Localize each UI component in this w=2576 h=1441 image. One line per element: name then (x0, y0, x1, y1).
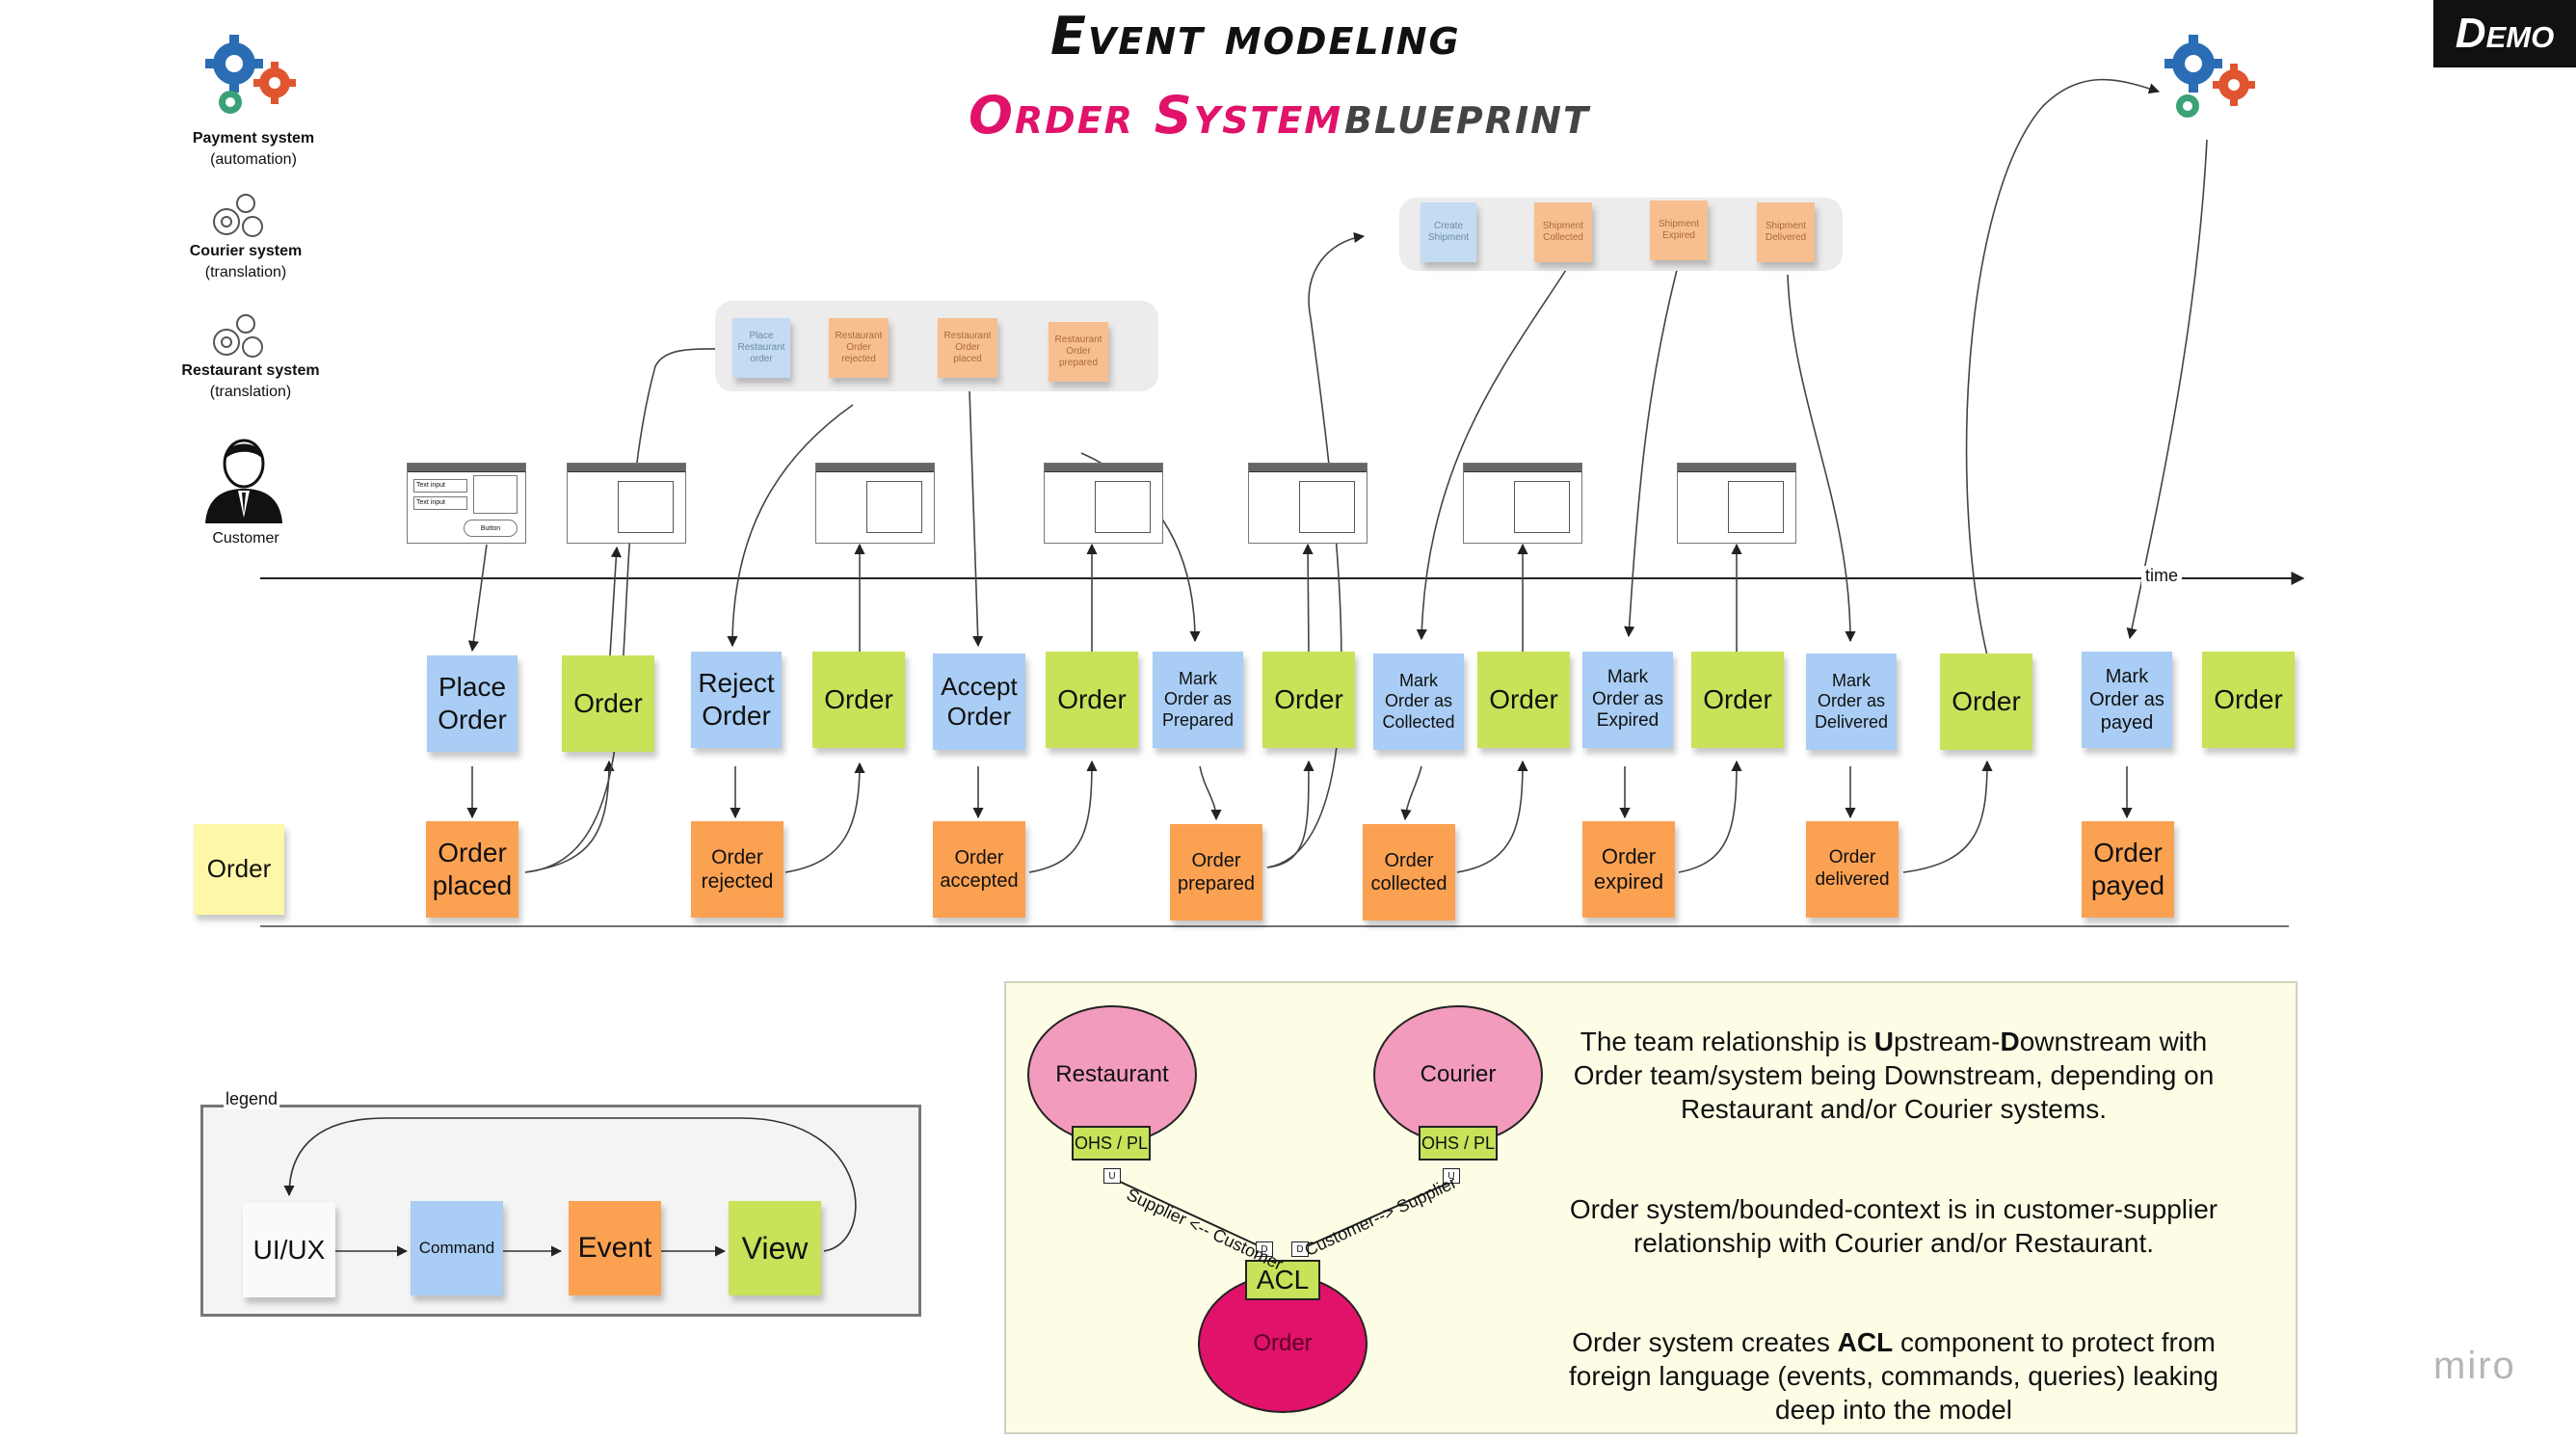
ui-wireframe (1248, 463, 1368, 544)
courier-gears-outline-icon (202, 188, 275, 246)
view-order: Order (2202, 652, 2295, 748)
courier-system-label: Courier system(translation) (189, 243, 303, 280)
payment-gears-icon-right (2159, 29, 2265, 125)
view-order: Order (1262, 652, 1355, 748)
view-order: Order (1691, 652, 1784, 748)
upstream-marker: U (1103, 1168, 1121, 1184)
restaurant-command-sticky: Place Restaurant order (732, 318, 790, 378)
legend-view: View (729, 1201, 821, 1295)
courier-event-sticky: Shipment Expired (1650, 200, 1708, 260)
payment-system-label: Payment system(automation) (192, 130, 315, 168)
command-mark-prepared: Mark Order as Prepared (1153, 652, 1243, 748)
legend-ui: UI/UX (243, 1203, 335, 1297)
upstream-marker: U (1443, 1168, 1460, 1184)
restaurant-gears-outline-icon (202, 308, 275, 366)
ui-wireframe-form: Text input Text input Button (407, 463, 526, 544)
page-title: Event modeling (1050, 6, 1461, 67)
aggregate-order: Order (194, 824, 284, 915)
relationship-paragraph-2: Order system/bounded-context is in custo… (1569, 1194, 2218, 1258)
event-order-delivered: Order delivered (1806, 821, 1899, 918)
ui-wireframe (567, 463, 686, 544)
acl-tag: ACL (1245, 1260, 1320, 1300)
view-order: Order (562, 655, 654, 752)
restaurant-context: Restaurant (1027, 1005, 1197, 1144)
ohs-pl-restaurant-tag: OHS / PL (1072, 1126, 1151, 1161)
ui-wireframe (1044, 463, 1163, 544)
timeline-label: time (2141, 566, 2183, 586)
command-mark-expired: Mark Order as Expired (1582, 652, 1673, 748)
view-order: Order (1477, 652, 1570, 748)
ui-wireframe (815, 463, 935, 544)
event-order-prepared: Order prepared (1170, 824, 1262, 921)
downstream-marker: D (1256, 1241, 1273, 1257)
restaurant-system-label: Restaurant system(translation) (181, 362, 320, 400)
view-order: Order (1046, 652, 1138, 748)
page-subtitle: blueprint (1344, 85, 1590, 146)
event-order-collected: Order collected (1363, 824, 1455, 921)
payment-gears-icon (198, 27, 304, 123)
relationship-paragraph-1: The team relationship is Upstream-Downst… (1573, 1027, 2215, 1124)
courier-command-sticky: Create Shipment (1421, 202, 1476, 262)
ui-wireframe (1463, 463, 1582, 544)
view-order: Order (812, 652, 905, 748)
demo-badge: Demo (2433, 0, 2576, 67)
ui-wireframe (1677, 463, 1796, 544)
restaurant-event-sticky: Restaurant Order prepared (1049, 322, 1108, 382)
restaurant-event-sticky: Restaurant Order rejected (829, 318, 889, 378)
event-order-expired: Order expired (1582, 821, 1675, 918)
view-order: Order (1940, 654, 2032, 750)
event-order-payed: Order payed (2082, 821, 2174, 918)
customer-person-icon (196, 429, 292, 525)
ohs-pl-courier-tag: OHS / PL (1419, 1126, 1498, 1161)
legend-command: Command (411, 1201, 503, 1295)
command-accept-order: Accept Order (933, 654, 1025, 750)
legend-event: Event (569, 1201, 661, 1295)
customer-label: Customer (212, 530, 279, 547)
command-reject-order: Reject Order (691, 652, 782, 748)
miro-watermark: miro (2433, 1345, 2516, 1387)
legend-label: legend (224, 1089, 280, 1109)
restaurant-event-sticky: Restaurant Order placed (938, 318, 997, 378)
event-order-placed: Order placed (426, 821, 518, 918)
command-mark-collected: Mark Order as Collected (1373, 654, 1464, 750)
command-mark-payed: Mark Order as payed (2082, 652, 2172, 748)
relationship-paragraph-3: Order system creates ACL component to pr… (1569, 1327, 2218, 1425)
courier-event-sticky: Shipment Collected (1534, 202, 1592, 262)
event-order-rejected: Order rejected (691, 821, 783, 918)
courier-event-sticky: Shipment Delivered (1757, 202, 1815, 262)
command-place-order: Place Order (427, 655, 518, 752)
page-subtitle-highlight: Order System (969, 85, 1343, 146)
courier-context: Courier (1373, 1005, 1543, 1144)
event-order-accepted: Order accepted (933, 821, 1025, 918)
command-mark-delivered: Mark Order as Delivered (1806, 654, 1897, 750)
downstream-marker: D (1291, 1241, 1309, 1257)
